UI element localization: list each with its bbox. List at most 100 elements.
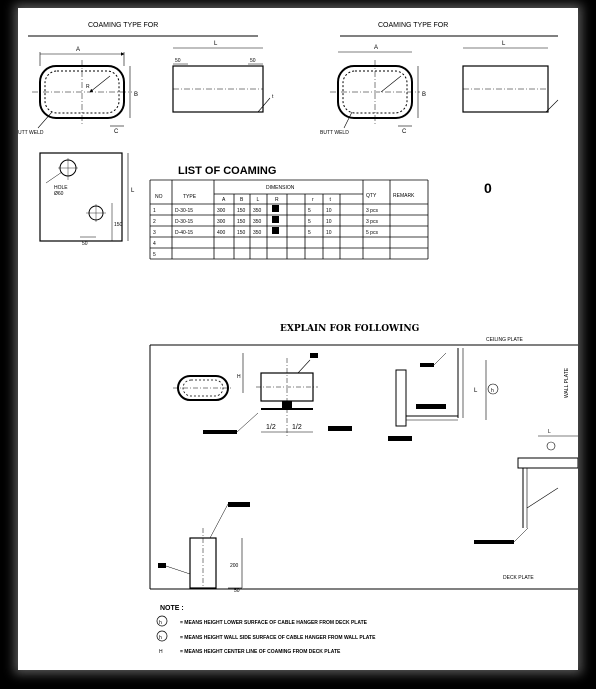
- dim-r-label: R: [86, 84, 90, 90]
- deck-plate-label: DECK PLATE: [503, 575, 534, 581]
- table-cell: 350: [253, 230, 262, 236]
- table-row: 3 D-40-15 400 150 350 5 10 5 pcs: [153, 227, 378, 236]
- table-cell: 350: [253, 219, 262, 225]
- dim-h-label: H: [237, 374, 241, 380]
- table-cell: 2: [153, 219, 156, 225]
- deck-dim-200: 200: [230, 563, 239, 569]
- table-cell: D-30-15: [175, 208, 193, 214]
- dim-a-label-right: A: [374, 45, 378, 51]
- dimension-subheader: t: [330, 197, 332, 203]
- col-qty-header: QTY: [366, 193, 377, 199]
- explain-frame: [149, 344, 578, 590]
- note-title: NOTE :: [160, 605, 184, 612]
- plate-dim-150: 150: [114, 222, 123, 228]
- col-no-header: NO: [155, 194, 163, 200]
- note-text-3: = MEANS HEIGHT CENTER LINE OF COAMING FR…: [180, 649, 341, 655]
- plate-dim-l: L: [131, 188, 135, 194]
- col-dimension-header: DIMENSION: [266, 185, 295, 191]
- note-item: H = MEANS HEIGHT CENTER LINE OF COAMING …: [159, 649, 341, 655]
- note-text-2: = MEANS HEIGHT WALL SIDE SURFACE OF CABL…: [180, 635, 376, 641]
- table-cell: D-30-15: [175, 219, 193, 225]
- table-cell: 10: [326, 219, 332, 225]
- table-cell: 300: [217, 219, 226, 225]
- header-left-text: COAMING TYPE FOR: [88, 22, 158, 29]
- table-r-mark: [272, 216, 279, 223]
- table-cell: 10: [326, 208, 332, 214]
- hanger-dim-l: L: [474, 388, 478, 394]
- table-cell: 3 pcs: [366, 219, 378, 225]
- dim-l-label-right: L: [502, 41, 506, 47]
- explain-hanger-detail: L h: [388, 348, 499, 441]
- note-symbol-2: h: [159, 635, 162, 641]
- dimension-subheader: r: [312, 197, 314, 203]
- wall-plate-label: WALL PLATE: [564, 367, 570, 398]
- note-text-1: = MEANS HEIGHT LOWER SURFACE OF CABLE HA…: [180, 620, 368, 626]
- explain-coaming-detail: H 1/2 1/2: [203, 353, 352, 438]
- table-row: 2 D-30-15 300 150 350 5 10 3 pcs: [153, 216, 378, 225]
- dim-c-label: C: [114, 129, 119, 135]
- table-r-mark: [272, 205, 279, 212]
- table-cell: 150: [237, 208, 246, 214]
- coaming-table: LIST OF COAMING NO TYPE DIMENSION QTY RE…: [149, 165, 492, 260]
- table-row: 1 D-30-15 300 150 350 5 10 3 pcs: [153, 205, 378, 214]
- coaming-side-right: L: [462, 41, 559, 113]
- header-right-text: COAMING TYPE FOR: [378, 22, 448, 29]
- table-cell: 1: [153, 208, 156, 214]
- table-row: 5: [153, 252, 156, 258]
- dimension-subheader: L: [257, 197, 260, 203]
- dim-b-label: B: [134, 92, 138, 98]
- plate-dim-50: 50: [82, 241, 88, 247]
- explain-title: EXPLAIN FOR FOLLOWING: [280, 324, 419, 334]
- table-cell: D-40-15: [175, 230, 193, 236]
- dim-l-label: L: [214, 41, 218, 47]
- table-cell: 400: [217, 230, 226, 236]
- dim-half-right: 1/2: [292, 424, 302, 431]
- dim-a-label: A: [76, 47, 80, 53]
- header-right: COAMING TYPE FOR: [340, 22, 558, 37]
- dim-50-left: 50: [175, 58, 181, 64]
- note-symbol-1: h: [159, 620, 162, 626]
- note-item: h = MEANS HEIGHT WALL SIDE SURFACE OF CA…: [156, 630, 376, 642]
- dim-50-right: 50: [250, 58, 256, 64]
- side-mark: 0: [484, 180, 492, 196]
- table-cell: 350: [253, 208, 262, 214]
- drawing-sheet: COAMING TYPE FOR COAMING TYPE FOR A R B …: [18, 8, 578, 670]
- table-cell: 300: [217, 208, 226, 214]
- table-cell: 5: [153, 252, 156, 258]
- dimension-subheader: A: [222, 197, 226, 203]
- technical-drawing: COAMING TYPE FOR COAMING TYPE FOR A R B …: [18, 22, 578, 655]
- notes: NOTE : h = MEANS HEIGHT LOWER SURFACE OF…: [156, 605, 376, 655]
- table-cell: 10: [326, 230, 332, 236]
- ceiling-plate-label: CEILING PLATE: [486, 337, 524, 343]
- dim-t-label: t: [272, 94, 274, 100]
- note-item: h = MEANS HEIGHT LOWER SURFACE OF CABLE …: [156, 615, 368, 627]
- wall-dim-l: L: [548, 429, 551, 435]
- table-cell: 3: [153, 230, 156, 236]
- butt-weld-label-right: BUTT WELD: [320, 130, 349, 136]
- table-cell: 5: [308, 208, 311, 214]
- table-cell: 3 pcs: [366, 208, 378, 214]
- explain-wall-bracket: L: [474, 429, 578, 544]
- note-symbol-3: H: [159, 649, 163, 655]
- dimension-subheader: R: [275, 197, 279, 203]
- plate-with-holes: HOLE Ø60 L 150 50: [39, 152, 135, 247]
- table-cell: 4: [153, 241, 156, 247]
- coaming-side-left: L 50 50 t: [172, 41, 274, 113]
- dimension-subheader: B: [240, 197, 244, 203]
- header-left: COAMING TYPE FOR: [28, 22, 258, 37]
- explain-deck-coaming: 200 50: [158, 502, 250, 594]
- col-type-header: TYPE: [183, 194, 197, 200]
- table-cell: 5 pcs: [366, 230, 378, 236]
- explain-coaming-icon: [173, 375, 233, 401]
- table-cell: 5: [308, 230, 311, 236]
- plate-hole-dim: Ø60: [54, 191, 64, 197]
- deck-dim-50: 50: [234, 588, 240, 594]
- col-remark-header: REMARK: [393, 193, 415, 199]
- table-cell: 150: [237, 230, 246, 236]
- dim-half-left: 1/2: [266, 424, 276, 431]
- table-cell: 150: [237, 219, 246, 225]
- table-cell: 5: [308, 219, 311, 225]
- plate-hole-label: HOLE: [54, 185, 68, 191]
- coaming-plan-left: A R B C UTT WELD: [18, 47, 138, 136]
